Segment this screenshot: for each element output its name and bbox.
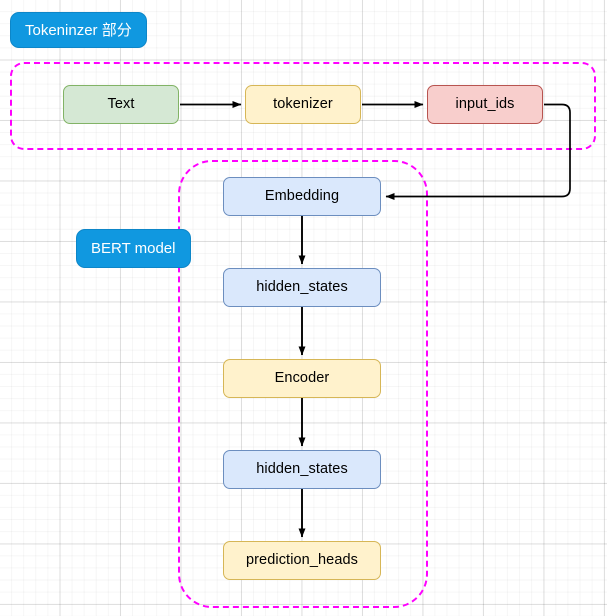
node-hidden-states-2[interactable]: hidden_states bbox=[223, 450, 381, 489]
badge-tokenizer-section[interactable]: Tokeninzer 部分 bbox=[10, 12, 147, 48]
node-tokenizer[interactable]: tokenizer bbox=[245, 85, 361, 124]
group-region-bert bbox=[178, 160, 428, 608]
node-encoder[interactable]: Encoder bbox=[223, 359, 381, 398]
group-region-tokenizer bbox=[10, 62, 596, 150]
badge-bert-model-section[interactable]: BERT model bbox=[76, 229, 191, 268]
node-hidden-states-1[interactable]: hidden_states bbox=[223, 268, 381, 307]
node-text[interactable]: Text bbox=[63, 85, 179, 124]
node-input-ids[interactable]: input_ids bbox=[427, 85, 543, 124]
node-prediction-heads[interactable]: prediction_heads bbox=[223, 541, 381, 580]
node-embedding[interactable]: Embedding bbox=[223, 177, 381, 216]
